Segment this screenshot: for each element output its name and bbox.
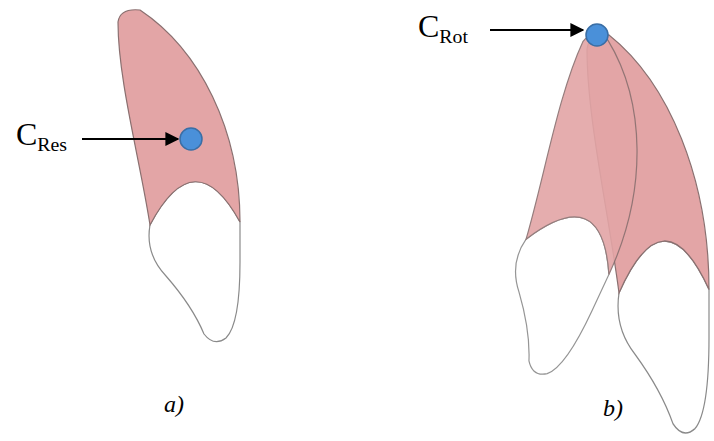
center-label: CRes (16, 118, 67, 155)
tooth-a (118, 10, 240, 342)
resistance-center (180, 128, 202, 150)
leader-arrow (82, 138, 178, 140)
leader-arrow (490, 29, 583, 31)
panel-label: b) (603, 396, 623, 420)
center-label: CRot (418, 10, 468, 47)
panel-label: a) (164, 392, 184, 416)
rotation-center (586, 24, 608, 46)
tooth-b-left (448, 31, 699, 383)
